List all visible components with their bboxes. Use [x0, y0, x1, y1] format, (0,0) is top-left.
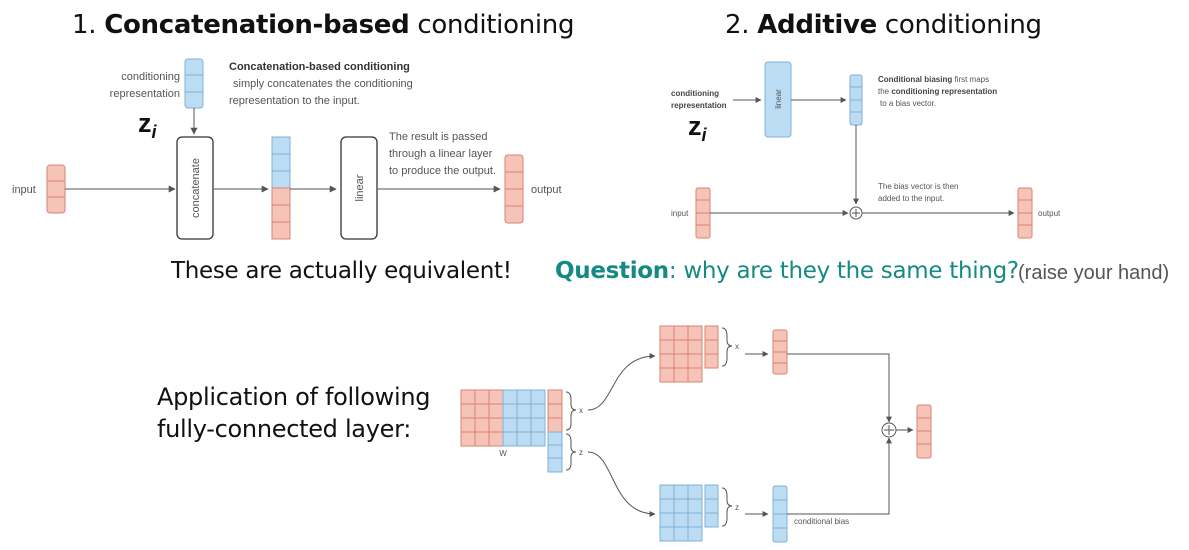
- fc-bottom-curve-arrow: [587, 451, 656, 517]
- s1-linear-label: linear: [354, 174, 366, 201]
- fc-bottom-z-vector: [704, 484, 719, 528]
- application-line-1: Application of following: [157, 383, 431, 411]
- section2-heading: 2. Additive conditioning: [725, 10, 1042, 40]
- application-line-2: fully-connected layer:: [157, 415, 412, 443]
- fc-bottom-result-vector: [772, 485, 788, 543]
- raise-hand-text: (raise your hand): [1018, 262, 1170, 284]
- question-rest: : why are they the same thing?: [668, 258, 1019, 284]
- s1-concat-vector: [271, 136, 291, 240]
- s1-cond-vector: [184, 58, 204, 109]
- fc-concat-vector: [547, 389, 563, 473]
- s2-cond-label-1: conditioning: [671, 89, 719, 98]
- concat-diagram: conditioning representation Concatenatio…: [12, 58, 562, 240]
- fc-x-brace: [565, 391, 577, 431]
- section1-title-rest: conditioning: [409, 10, 575, 40]
- s2-input-label: input: [671, 209, 689, 218]
- fc-bottom-to-plus-arrow: [787, 437, 892, 515]
- fc-diagram: W x z x: [460, 325, 932, 543]
- s1-output-vector: [504, 154, 524, 224]
- s2-bias-line-1: The bias vector is then: [878, 182, 958, 191]
- fc-top-x-brace: [721, 327, 733, 367]
- fc-bottom-z-brace: [721, 487, 733, 527]
- question-bold: Question: [555, 258, 669, 284]
- s1-result-line-2: through a linear layer: [389, 148, 493, 160]
- question-text: Question: why are they the same thing?: [555, 258, 1019, 284]
- fc-x-label: x: [579, 406, 583, 415]
- s2-plus-icon: [849, 206, 863, 220]
- section2-title-rest: conditioning: [876, 10, 1042, 40]
- s2-output-vector: [1017, 187, 1033, 239]
- fc-final-output-vector: [916, 404, 932, 459]
- s1-concatenate-label: concatenate: [190, 158, 202, 218]
- fc-top-result-vector: [772, 329, 788, 375]
- s2-output-label: output: [1038, 209, 1061, 218]
- s2-desc-line-2: the conditioning representation: [878, 87, 997, 96]
- s1-result-line-3: to produce the output.: [389, 165, 496, 177]
- s1-input-label: input: [12, 184, 36, 196]
- section2-title-bold: Additive: [757, 10, 877, 40]
- fc-top-curve-arrow: [587, 353, 656, 411]
- fc-top-x-vector: [704, 325, 719, 369]
- s2-input-vector: [695, 187, 711, 239]
- fc-bias-label: conditional bias: [794, 517, 849, 526]
- s1-cond-label-2: representation: [110, 88, 180, 100]
- section2-number: 2.: [725, 10, 750, 40]
- equivalent-text: These are actually equivalent!: [171, 258, 512, 284]
- fc-weight-matrix: [460, 389, 546, 447]
- s2-cond-label-2: representation: [671, 101, 727, 110]
- s1-desc-bold: Concatenation-based conditioning: [229, 61, 410, 73]
- section1-number: 1.: [72, 10, 97, 40]
- fc-z-label: z: [579, 448, 583, 457]
- fc-bottom-z-label: z: [735, 503, 739, 512]
- s2-bias-vector: [849, 74, 863, 126]
- fc-w-label: W: [499, 449, 507, 458]
- s1-desc-line-3: representation to the input.: [229, 95, 360, 107]
- s1-linear-box: [340, 136, 378, 240]
- fc-bottom-matrix: [659, 484, 703, 542]
- s1-desc-line-2: simply concatenates the conditioning: [233, 78, 413, 90]
- section1-title-bold: Concatenation-based: [104, 10, 410, 40]
- s1-input-vector: [46, 164, 66, 214]
- s1-output-label: output: [531, 184, 562, 196]
- s1-cond-label-1: conditioning: [121, 71, 180, 83]
- s2-zi-label: zi: [688, 111, 708, 145]
- fc-z-brace: [565, 433, 577, 471]
- s1-concatenate-box: [176, 136, 214, 240]
- fc-top-x-label: x: [735, 342, 739, 351]
- fc-plus-icon: [881, 422, 897, 438]
- application-text: Application of following fully-connected…: [157, 381, 430, 445]
- fc-top-to-plus-arrow: [787, 353, 892, 423]
- s2-linear-label: linear: [774, 89, 783, 109]
- s2-desc-line-3: to a bias vector.: [880, 99, 936, 108]
- s2-bias-line-2: added to the input.: [878, 194, 944, 203]
- s1-result-line-1: The result is passed: [389, 131, 487, 143]
- s1-zi-label: zi: [138, 108, 158, 142]
- additive-diagram: conditioning representation zi linear Co…: [671, 61, 1061, 239]
- section1-heading: 1. Concatenation-based conditioning: [72, 10, 575, 40]
- fc-top-matrix: [659, 325, 703, 383]
- s2-desc-line-1: Conditional biasing first maps: [878, 75, 989, 84]
